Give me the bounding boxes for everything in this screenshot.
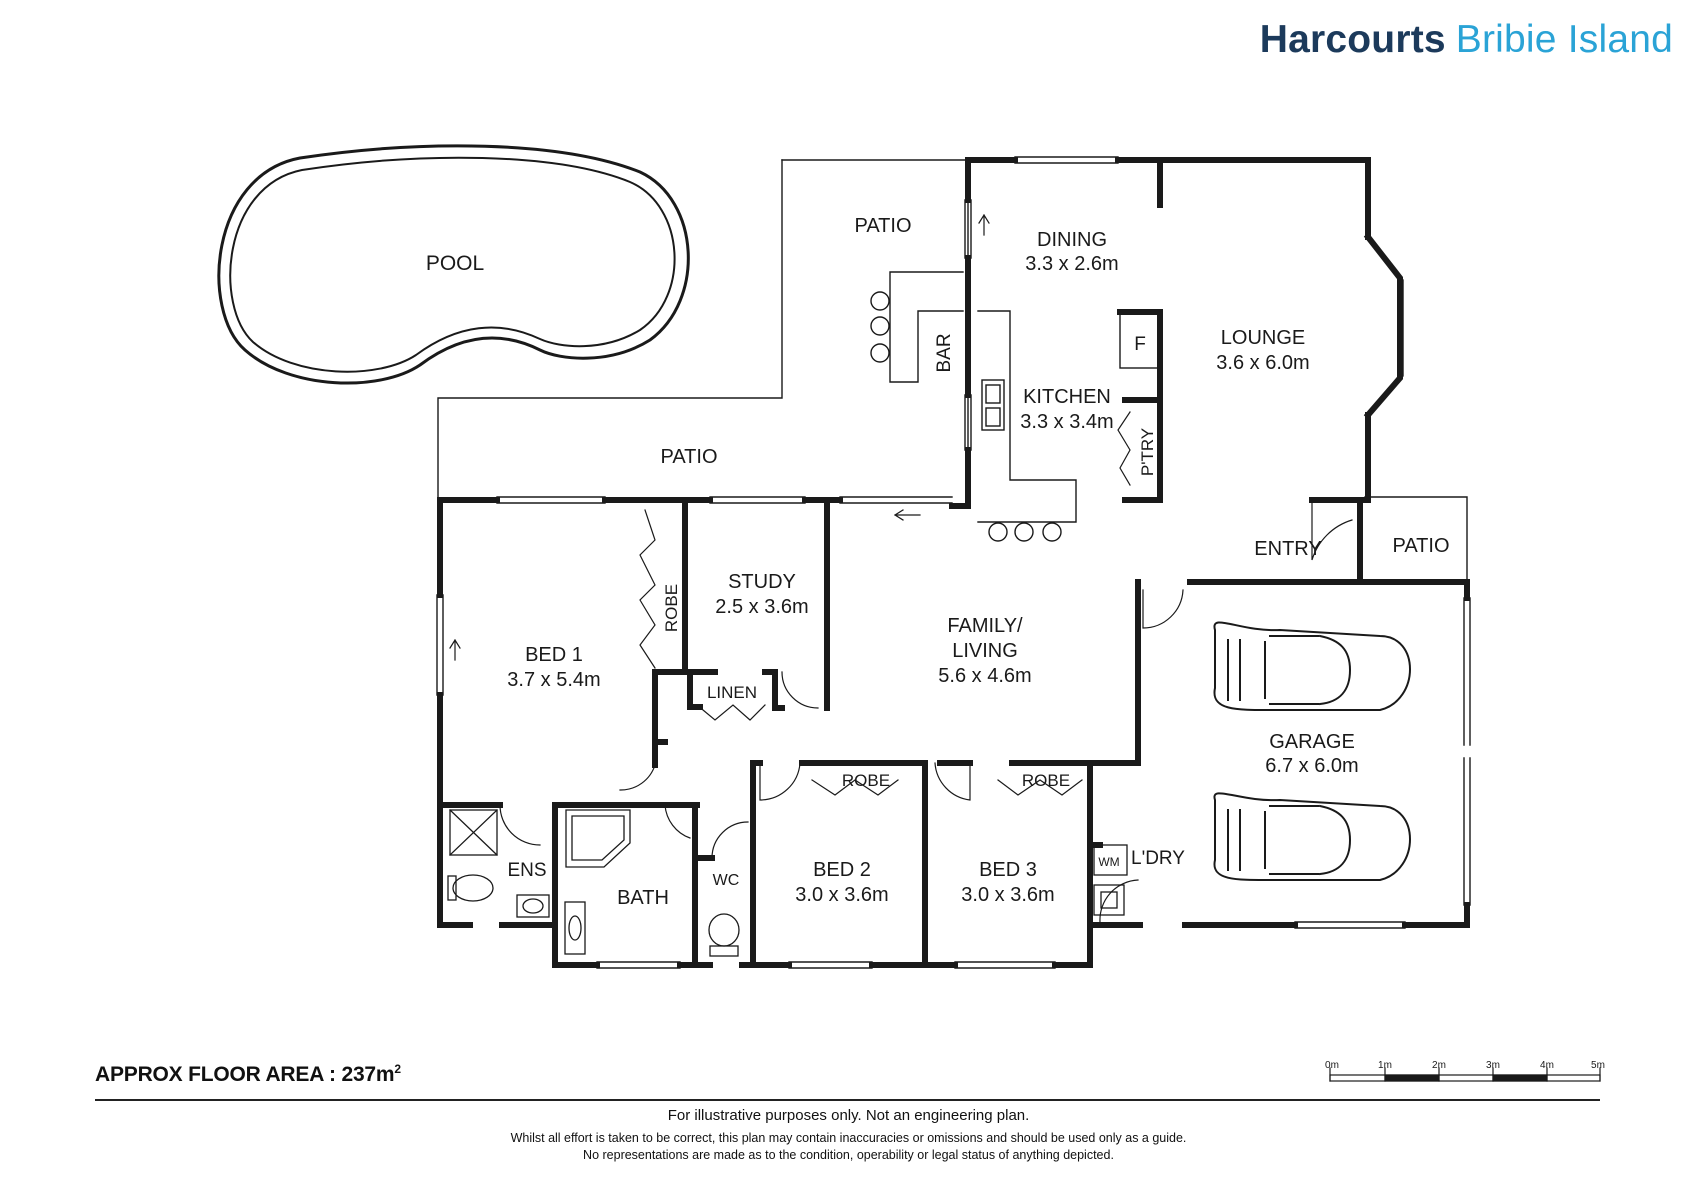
brand-name: Harcourts (1259, 18, 1446, 61)
label-laundry: L'DRY (1131, 848, 1185, 869)
label-dining-size: 3.3 x 2.6m (1025, 253, 1118, 275)
scale-label-4: 4m (1540, 1060, 1554, 1071)
scale-label-0: 0m (1325, 1060, 1339, 1071)
disclaimer-line-1: For illustrative purposes only. Not an e… (667, 1107, 1030, 1124)
floor-area-separator: : (329, 1063, 336, 1086)
label-pool: POOL (426, 252, 484, 275)
label-pantry: P'TRY (1138, 428, 1157, 476)
label-wm: WM (1098, 855, 1119, 869)
pool-outline (217, 144, 690, 385)
label-lounge-size: 3.6 x 6.0m (1216, 352, 1309, 374)
label-bed1-size: 3.7 x 5.4m (507, 669, 600, 691)
floor-area-value: 237m (341, 1063, 395, 1086)
label-lounge: LOUNGE (1221, 327, 1305, 349)
label-patio-right: PATIO (1392, 535, 1449, 557)
label-patio-left: PATIO (660, 446, 717, 468)
disclaimer-line-2: Whilst all effort is taken to be correct… (510, 1131, 1187, 1145)
robe-doors (639, 411, 1131, 796)
scale-label-1: 1m (1378, 1060, 1392, 1071)
car-bottom (1213, 792, 1411, 882)
label-dining: DINING (1037, 229, 1107, 251)
label-bed2-size: 3.0 x 3.6m (795, 884, 888, 906)
label-family: FAMILY/ (947, 615, 1023, 637)
wc-fixtures (708, 913, 740, 957)
windows (436, 156, 1471, 969)
car-top (1213, 621, 1411, 712)
label-ens: ENS (507, 860, 546, 881)
label-entry: ENTRY (1254, 538, 1321, 560)
label-fridge: F (1134, 334, 1146, 355)
bath-fixtures (564, 809, 631, 955)
label-garage-size: 6.7 x 6.0m (1265, 755, 1358, 777)
label-bed2: BED 2 (813, 859, 871, 881)
floor-area: APPROX FLOOR AREA : 237m2 (95, 1062, 401, 1087)
label-garage: GARAGE (1269, 731, 1355, 753)
laundry-fixtures (1093, 844, 1128, 916)
label-family-size: 5.6 x 4.6m (938, 665, 1031, 687)
scale-label-5: 5m (1591, 1060, 1605, 1071)
floor-area-unit-sup: 2 (394, 1062, 401, 1076)
label-bed3: BED 3 (979, 859, 1037, 881)
label-living: LIVING (952, 640, 1018, 662)
label-kitchen: KITCHEN (1023, 386, 1111, 408)
label-patio-top: PATIO (854, 215, 911, 237)
ensuite-fixtures (447, 809, 550, 918)
doors (499, 499, 1353, 923)
walls (437, 157, 1470, 968)
label-kitchen-size: 3.3 x 3.4m (1020, 411, 1113, 433)
label-bed1: BED 1 (525, 644, 583, 666)
label-wc: WC (713, 872, 740, 889)
label-robe-bed1: ROBE (662, 584, 681, 632)
label-study: STUDY (728, 571, 796, 593)
label-study-size: 2.5 x 3.6m (715, 596, 808, 618)
disclaimer-line-3: No representations are made as to the co… (583, 1148, 1114, 1162)
label-linen: LINEN (707, 683, 757, 702)
floor-area-label: APPROX FLOOR AREA (95, 1063, 324, 1086)
label-robe-bed2: ROBE (842, 771, 890, 790)
scale-bar (1329, 1067, 1601, 1082)
label-bed3-size: 3.0 x 3.6m (961, 884, 1054, 906)
bar-counter (870, 271, 964, 383)
label-bath: BATH (617, 887, 669, 909)
scale-label-2: 2m (1432, 1060, 1446, 1071)
label-bar: BAR (934, 333, 955, 372)
scale-label-3: 3m (1486, 1060, 1500, 1071)
label-robe-bed3: ROBE (1022, 771, 1070, 790)
footer-divider (95, 1099, 1600, 1101)
kitchen-bench (977, 310, 1077, 542)
patio-outline (437, 159, 1468, 583)
sliding-door-arrows (449, 213, 990, 661)
brand-location: Bribie Island (1455, 18, 1673, 61)
